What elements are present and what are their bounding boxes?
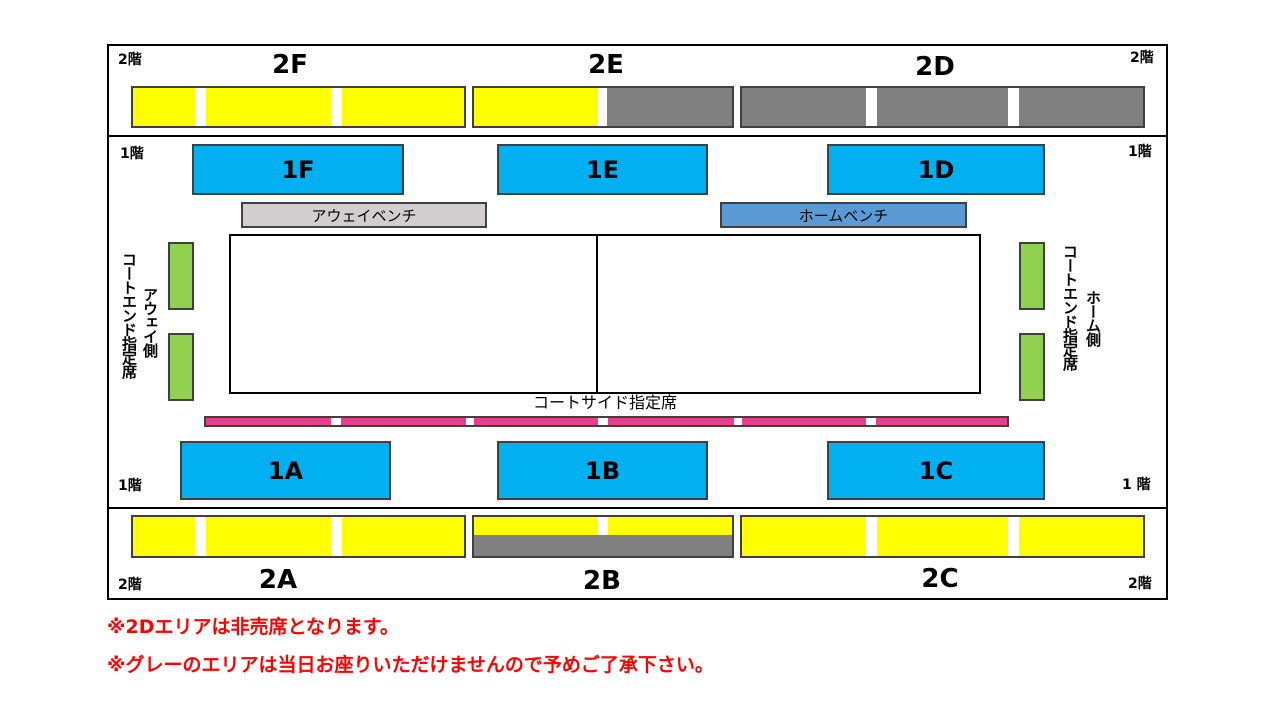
section-label-2b: 2B	[583, 566, 621, 596]
seat-block-2e[interactable]	[472, 86, 734, 128]
away-bench: アウェイベンチ	[241, 202, 487, 228]
home-bench: ホームベンチ	[720, 202, 967, 228]
note-2d-not-for-sale: ※2Dエリアは非売席となります。	[107, 616, 399, 638]
section-label-2a: 2A	[258, 565, 298, 595]
aisle	[866, 517, 877, 556]
aisle	[866, 418, 876, 425]
aisle	[331, 88, 342, 126]
court-end-block-home-2[interactable]	[1019, 333, 1045, 401]
section-label-2e: 2E	[588, 50, 624, 80]
floor-label-2f-top-left: 2階	[118, 52, 142, 68]
aisle	[195, 88, 206, 126]
floor-label-2f-bottom-right: 2階	[1128, 576, 1152, 592]
floor-label-1f-top-right: 1階	[1128, 144, 1152, 160]
court-end-block-away-2[interactable]	[168, 333, 194, 401]
aisle	[331, 517, 342, 556]
aisle	[866, 88, 877, 126]
venue-frame	[107, 44, 1168, 600]
aisle	[466, 418, 474, 425]
section-label-2f: 2F	[272, 50, 308, 80]
aisle	[598, 418, 608, 425]
divider-upper-top	[107, 135, 1168, 137]
aisle	[734, 418, 742, 425]
seat-block-2d[interactable]	[740, 86, 1145, 128]
court-end-home-label: コートエンド指定席	[1061, 244, 1079, 370]
floor-label-1f-bottom-left: 1階	[118, 478, 142, 494]
aisle	[1008, 88, 1019, 126]
seat-block-1d[interactable]: 1D	[827, 144, 1045, 195]
seat-block-1f[interactable]: 1F	[192, 144, 404, 195]
court-end-home-side-label: ホーム側	[1084, 290, 1102, 346]
section-label-2c: 2C	[921, 564, 959, 594]
seat-block-1b[interactable]: 1B	[497, 441, 708, 500]
court-end-block-home-1[interactable]	[1019, 242, 1045, 310]
floor-label-1f-top-left: 1階	[120, 146, 144, 162]
aisle	[331, 418, 341, 425]
court-end-away-label: コートエンド指定席	[120, 252, 138, 378]
seat-block-2c[interactable]	[740, 515, 1145, 558]
floor-label-2f-top-right: 2階	[1130, 50, 1154, 66]
courtside-seats[interactable]	[204, 416, 1009, 427]
divider-upper-bottom	[107, 507, 1168, 509]
seat-block-2a[interactable]	[131, 515, 466, 558]
unavailable-area	[474, 535, 732, 556]
court-end-block-away-1[interactable]	[168, 242, 194, 310]
seat-block-1e[interactable]: 1E	[497, 144, 708, 195]
note-grey-area: ※グレーのエリアは当日お座りいただけませんので予めご了承下さい。	[107, 654, 714, 676]
seat-block-1a[interactable]: 1A	[180, 441, 391, 500]
seat-block-2f[interactable]	[131, 86, 466, 128]
seat-block-1c[interactable]: 1C	[827, 441, 1045, 500]
courtside-label: コートサイド指定席	[532, 393, 677, 412]
seat-block-2b[interactable]	[472, 515, 734, 558]
floor-label-1f-bottom-right: 1 階	[1122, 477, 1151, 493]
unavailable-area	[607, 88, 732, 126]
center-line	[596, 236, 598, 392]
aisle	[195, 517, 206, 556]
aisle	[1008, 517, 1019, 556]
court-end-away-side-label: アウェイ側	[141, 287, 159, 357]
section-label-2d: 2D	[915, 52, 955, 82]
floor-label-2f-bottom-left: 2階	[118, 577, 142, 593]
aisle	[598, 517, 608, 535]
aisle	[598, 88, 607, 126]
court	[229, 234, 981, 394]
